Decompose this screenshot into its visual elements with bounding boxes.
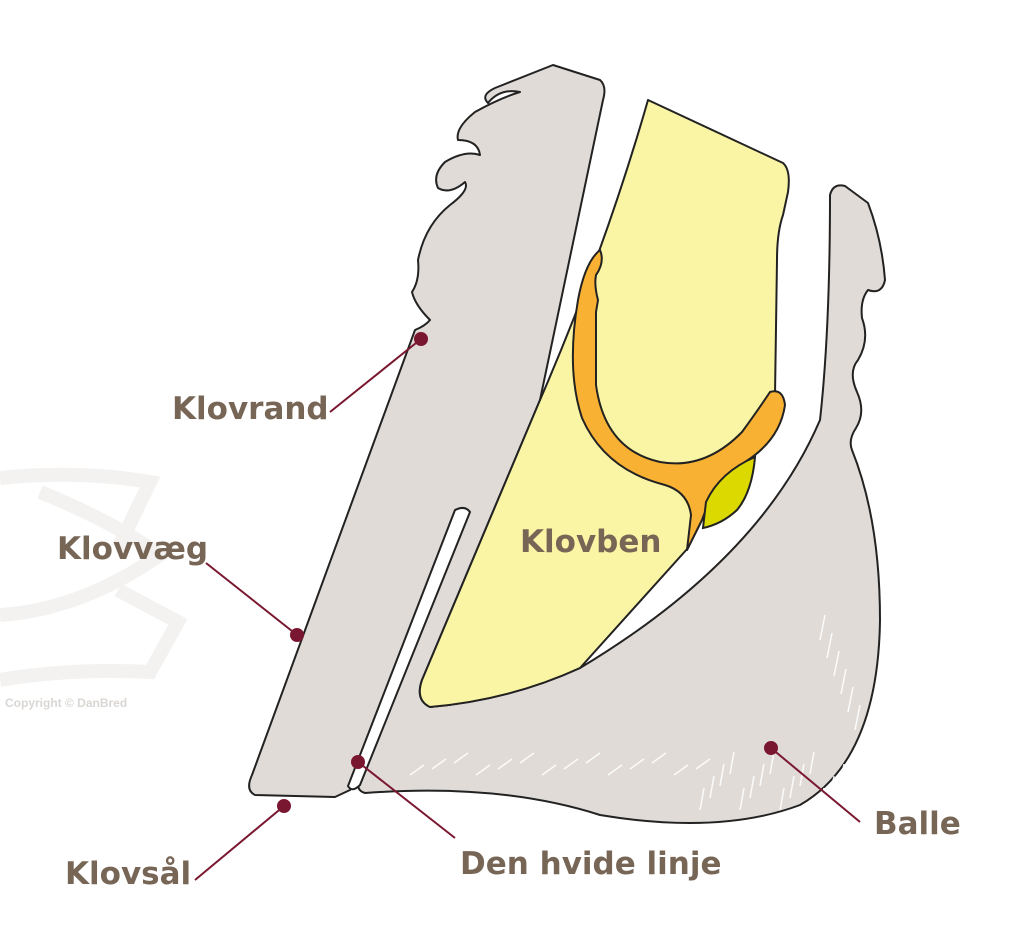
hatch-mark — [695, 758, 711, 770]
hatch-mark — [475, 764, 491, 776]
hatch-mark — [839, 763, 845, 787]
hatch-mark — [854, 704, 861, 731]
label-klovsaal: Klovsål — [65, 856, 191, 892]
hatch-mark — [759, 763, 765, 787]
leader-klovrand — [329, 338, 422, 413]
label-balle: Balle — [874, 806, 961, 842]
label-klovrand: Klovrand — [172, 391, 329, 427]
hatch-mark — [629, 758, 645, 770]
leader-hvide-linje — [357, 761, 456, 839]
hatch-mark — [651, 752, 667, 764]
dot-klovvaeg — [290, 628, 304, 642]
watermark-logo — [0, 467, 188, 687]
hatch-mark — [607, 764, 623, 776]
hatch-mark — [453, 752, 469, 764]
hatch-mark — [829, 775, 835, 799]
hatch-mark — [431, 758, 447, 770]
leader-balle — [770, 747, 861, 823]
hatch-mark — [847, 686, 854, 713]
cartilage — [571, 249, 786, 551]
hatch-mark — [519, 752, 535, 764]
dot-balle — [764, 741, 778, 755]
hatch-mark — [769, 751, 775, 775]
hatch-mark — [819, 614, 826, 641]
hatch-mark — [497, 758, 513, 770]
leader-klovsaal — [194, 805, 285, 881]
hatch-mark — [861, 722, 868, 749]
white-line-slit — [346, 506, 472, 791]
hatch-mark — [868, 740, 875, 767]
hatch-mark — [809, 751, 815, 775]
hatch-mark — [673, 764, 689, 776]
hatch-mark — [541, 764, 557, 776]
label-klovvaeg: Klovvæg — [57, 531, 208, 567]
hatch-mark — [729, 751, 735, 775]
dot-klovrand — [414, 332, 428, 346]
hatch-mark — [739, 787, 745, 811]
hatch-mark — [409, 764, 425, 776]
hatch-mark — [826, 632, 833, 659]
hatch-mark — [719, 763, 725, 787]
digital-pad — [701, 455, 757, 530]
horn-hatching — [409, 614, 875, 811]
label-hvide-linje: Den hvide linje — [460, 846, 722, 882]
leader-lines — [194, 332, 861, 881]
hatch-mark — [789, 775, 795, 799]
hatch-mark — [779, 787, 785, 811]
copyright-text: Copyright © DanBred — [5, 696, 127, 710]
hatch-mark — [563, 758, 579, 770]
hatch-mark — [585, 752, 601, 764]
dot-klovsaal — [277, 799, 291, 813]
hatch-mark — [749, 775, 755, 799]
hatch-mark — [849, 751, 855, 775]
hatch-mark — [833, 650, 840, 677]
hatch-mark — [840, 668, 847, 695]
hatch-mark — [699, 787, 705, 811]
label-klovben: Klovben — [520, 524, 661, 560]
leader-klovvaeg — [205, 562, 298, 636]
dot-hvide-linje — [351, 755, 365, 769]
hatch-mark — [709, 775, 715, 799]
